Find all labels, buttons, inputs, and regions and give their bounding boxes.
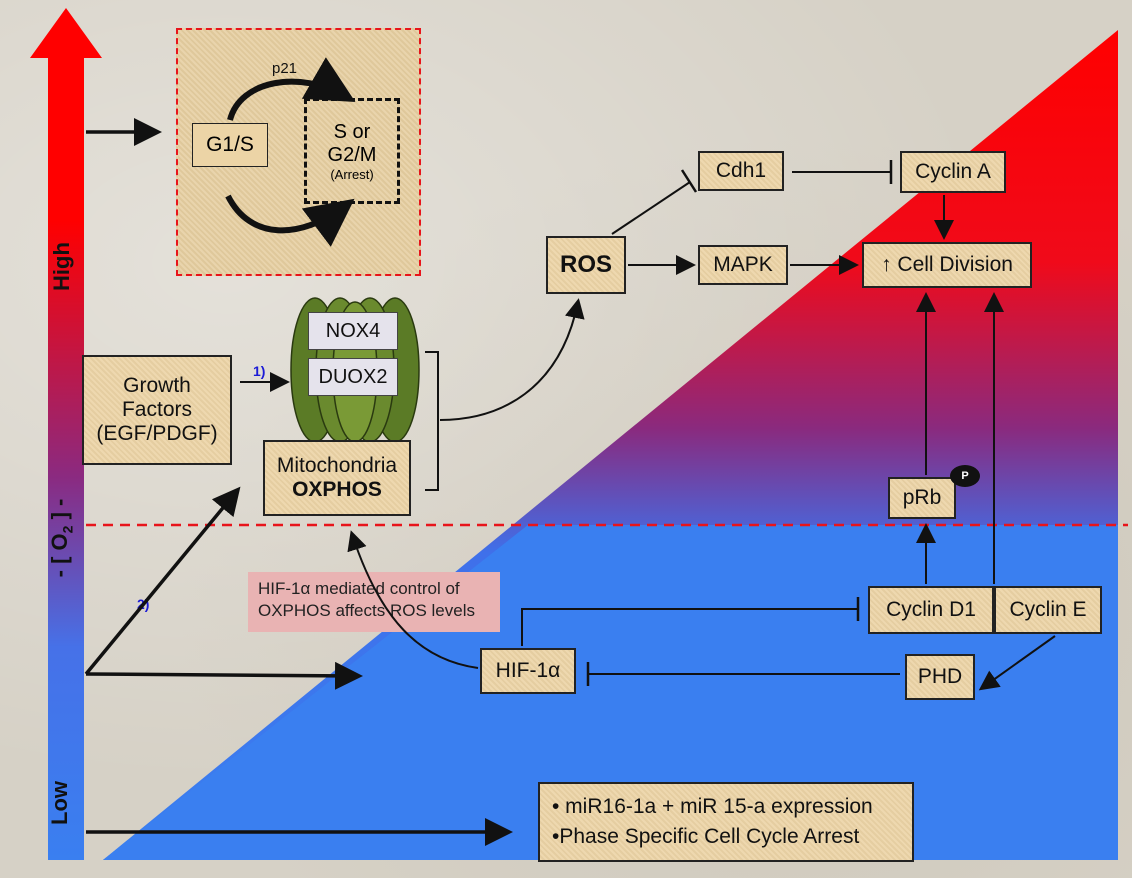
bracket <box>425 351 439 491</box>
hif-1a-box: HIF-1α <box>480 648 576 694</box>
nox4-box: NOX4 <box>308 312 398 350</box>
arrow-cycline-to-phd <box>978 635 1056 691</box>
cyclin-d1-box: Cyclin D1 <box>868 586 994 634</box>
duox2-box: DUOX2 <box>308 358 398 396</box>
mirna-box: • miR16-1a + miR 15-a expression •Phase … <box>538 782 914 862</box>
cyclin-e-box: Cyclin E <box>994 586 1102 634</box>
ros-box: ROS <box>546 236 626 294</box>
oxygen-axis-arrow <box>30 8 102 860</box>
inhibit-ros-cdh1 <box>611 181 691 235</box>
prb-box: pRb <box>888 477 956 519</box>
arrow-low-to-hif <box>85 661 363 690</box>
g1s-box: G1/S <box>192 123 268 167</box>
growth-factors-box: Growth Factors (EGF/PDGF) <box>82 355 232 465</box>
phd-box: PHD <box>905 654 975 700</box>
cdh1-box: Cdh1 <box>698 151 784 191</box>
arrow-hif-to-mitochondria <box>347 530 479 669</box>
arrow-g1s-to-arrest-bottom <box>225 194 355 247</box>
step-one-label: 1) <box>253 363 266 379</box>
arrow-bracket-to-ros <box>439 298 585 421</box>
mitochondria-box: Mitochondria OXPHOS <box>263 440 411 516</box>
hif-oxphos-note: HIF-1α mediated control of OXPHOS affect… <box>248 572 500 632</box>
arrest-label: (Arrest) <box>330 166 374 182</box>
p21-label: p21 <box>272 60 298 77</box>
s-or-label: S or <box>333 120 371 143</box>
arrow-low-to-mitochondria <box>84 486 241 676</box>
phosphate-badge: P <box>950 465 980 487</box>
g1s-label: G1/S <box>206 133 254 156</box>
mapk-box: MAPK <box>698 245 788 285</box>
g2m-label: G2/M <box>327 143 377 166</box>
cyclin-a-box: Cyclin A <box>900 151 1006 193</box>
cell-division-box: ↑ Cell Division <box>862 242 1032 288</box>
inhibit-hif-cyclind1 <box>521 608 858 646</box>
arrow-g1s-to-arrest-top <box>227 57 356 121</box>
